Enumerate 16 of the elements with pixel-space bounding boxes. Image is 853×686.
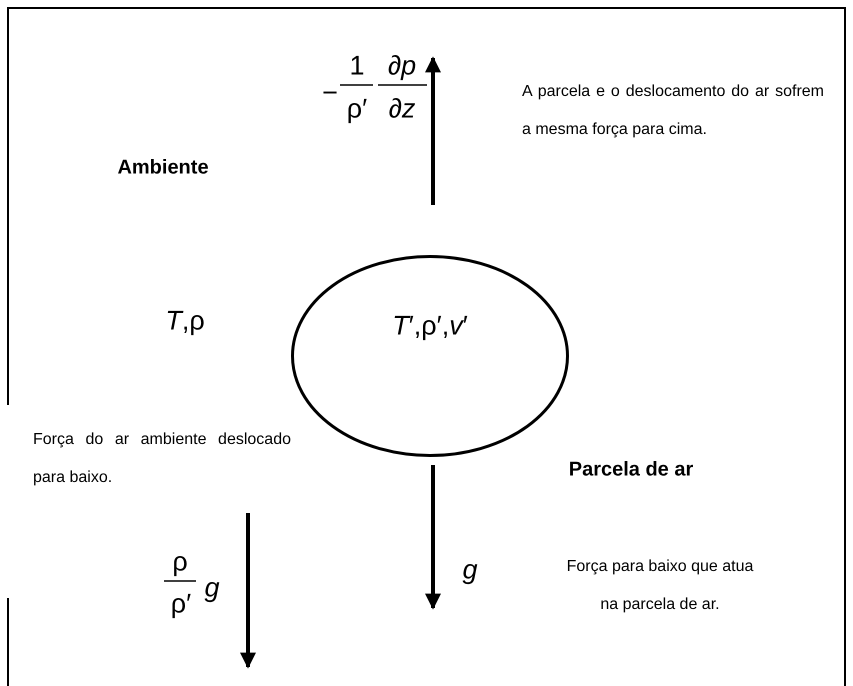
environment-heading: Ambiente bbox=[117, 156, 209, 180]
fraction-denominator: ρ′ bbox=[346, 94, 368, 124]
fraction-denominator: ρ′ bbox=[170, 588, 192, 620]
gravity-symbol: g bbox=[462, 554, 478, 586]
minus-sign: − bbox=[322, 78, 338, 108]
upward-force-note: A parcela e o deslocamento do ar sofrem a mesma força para cima. bbox=[522, 82, 824, 140]
parcel-heading: Parcela de ar bbox=[568, 458, 694, 482]
fraction-numerator: 1 bbox=[349, 50, 365, 82]
environment-variables: T,ρ bbox=[165, 306, 205, 336]
displaced-air-force-note: Força do ar ambiente deslocado para baixo. bbox=[33, 430, 291, 488]
parcel-variables: T′,ρ′,v′ bbox=[392, 310, 468, 342]
fraction-numerator: ρ bbox=[172, 546, 188, 578]
fraction-numerator: ∂p bbox=[388, 50, 416, 82]
gravity-symbol: g bbox=[204, 572, 220, 604]
fraction-denominator: ∂z bbox=[388, 94, 416, 124]
downward-force-note: Força para baixo que atua na parcela de ar. bbox=[566, 557, 754, 615]
